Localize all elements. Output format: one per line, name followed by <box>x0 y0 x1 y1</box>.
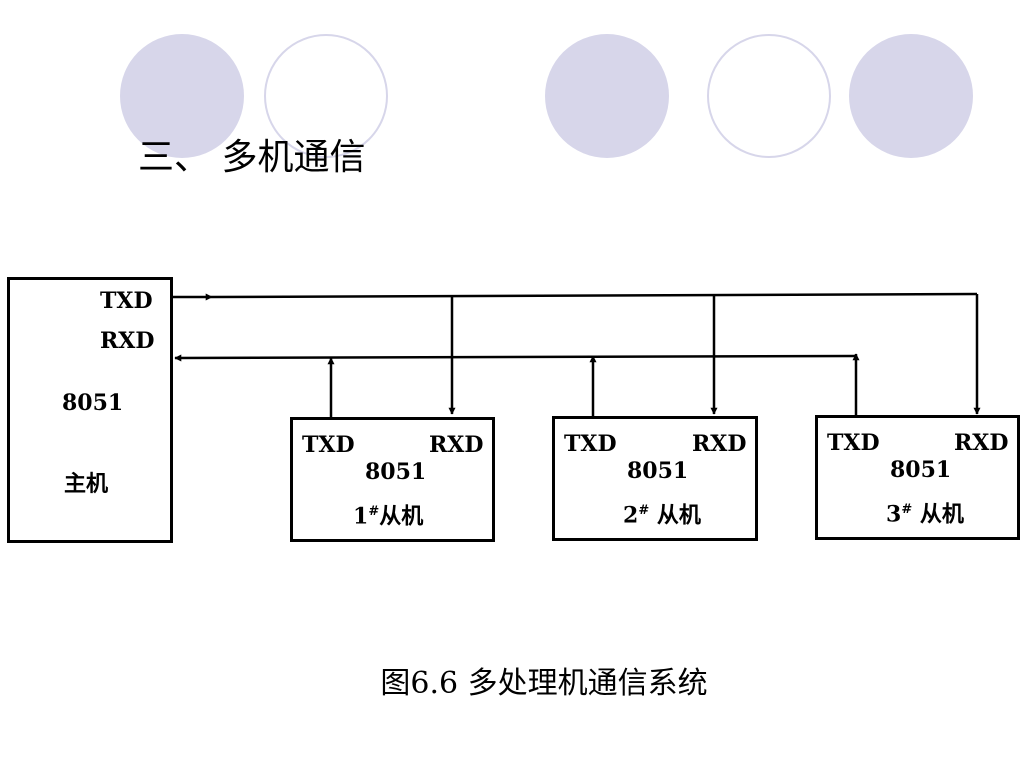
slave-1-chip-label: 8051 <box>365 459 427 485</box>
txd-bus <box>171 292 981 415</box>
slave-2-role-label: 2# 从机 <box>623 502 701 529</box>
decorative-circle-2 <box>264 34 388 158</box>
master-chip-label: 8051 <box>62 390 124 416</box>
slave-1-box: TXD RXD 8051 1#从机 <box>290 417 495 542</box>
master-txd-label: TXD <box>100 288 153 314</box>
master-rxd-label: RXD <box>100 328 155 354</box>
decorative-circle-4 <box>707 34 831 158</box>
slave-3-role-label: 3# 从机 <box>886 501 964 528</box>
slave-2-chip-label: 8051 <box>627 458 689 484</box>
slave-1-role-label: 1#从机 <box>353 503 424 530</box>
slave-3-box: TXD RXD 8051 3# 从机 <box>815 415 1020 540</box>
figure-caption: 图6.6 多处理机通信系统 <box>380 666 708 701</box>
slave-3-rxd-label: RXD <box>954 430 1009 456</box>
txd-bus-line <box>211 292 978 299</box>
slave-2-rxd-label: RXD <box>692 431 747 457</box>
decorative-circle-3 <box>545 34 669 158</box>
decorative-circle-5 <box>849 34 973 158</box>
slave-1-txd-label: TXD <box>302 432 355 458</box>
rxd-bus <box>174 353 860 418</box>
slave-1-rxd-label: RXD <box>429 432 484 458</box>
slide-heading: 三、 多机通信 <box>138 137 366 178</box>
slave-2-box: TXD RXD 8051 2# 从机 <box>552 416 758 541</box>
slave-3-chip-label: 8051 <box>890 457 952 483</box>
decorative-circle-1 <box>120 34 244 158</box>
rxd-bus-line <box>174 354 857 362</box>
master-8051-box: TXD RXD 8051 主机 <box>7 277 173 543</box>
slave-3-txd-label: TXD <box>827 430 880 456</box>
master-role-label: 主机 <box>64 471 109 497</box>
slave-2-txd-label: TXD <box>564 431 617 457</box>
